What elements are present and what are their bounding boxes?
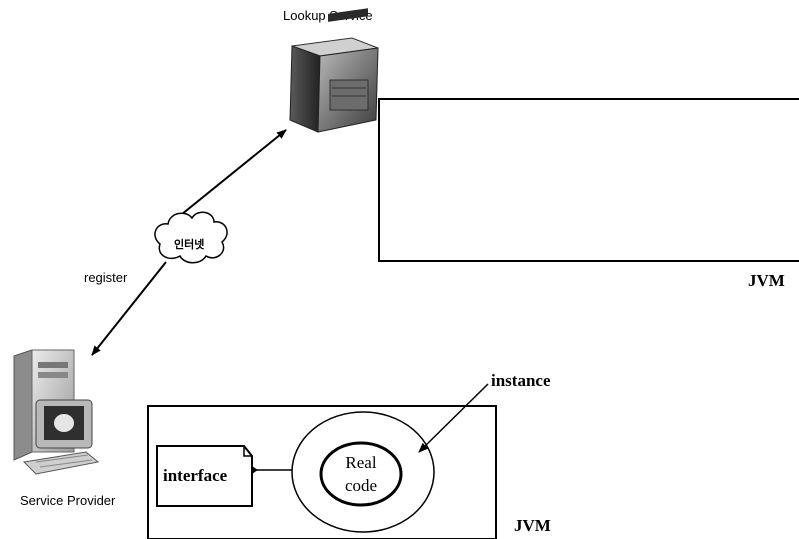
bottom-jvm-label: JVM xyxy=(514,516,551,535)
top-jvm-box xyxy=(378,98,799,262)
instance-label: instance xyxy=(491,371,551,390)
register-label: register xyxy=(84,270,128,285)
interface-node: interface xyxy=(156,445,253,507)
real-label: Real xyxy=(345,453,376,472)
code-label: code xyxy=(345,476,377,495)
register-arrow xyxy=(165,129,287,228)
register-arrow-lower xyxy=(91,261,167,356)
computer-icon xyxy=(13,349,100,475)
service-provider-label: Service Provider xyxy=(20,493,116,508)
real-code-ellipse xyxy=(319,441,403,507)
server-icon xyxy=(289,8,379,133)
top-jvm-label: JVM xyxy=(748,271,785,290)
instance-arrow xyxy=(418,383,489,453)
internet-cloud: 인터넷 xyxy=(154,211,228,264)
interface-label: interface xyxy=(163,466,228,485)
cloud-label: 인터넷 xyxy=(174,237,204,251)
